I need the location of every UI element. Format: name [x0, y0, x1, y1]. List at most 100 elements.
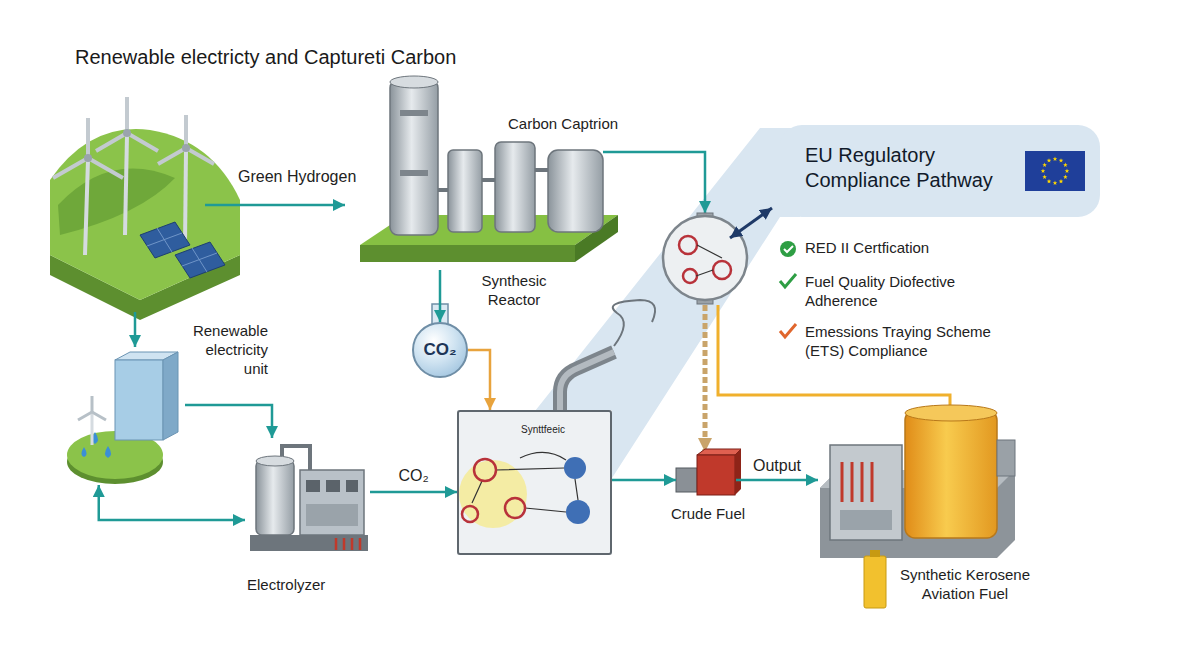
synthesis-box-art — [560, 352, 614, 412]
eu-flag-star — [1063, 163, 1068, 167]
electrolyzer-art — [300, 470, 364, 535]
process-vessel — [713, 261, 731, 279]
reactor-plant-art — [390, 76, 438, 88]
synthesis-box-art — [505, 498, 525, 518]
synthesis-box-art — [560, 352, 614, 412]
refinery-art — [864, 556, 886, 608]
eu-flag-star — [1042, 175, 1047, 179]
process-vessel — [703, 305, 708, 452]
renewable-field — [125, 97, 129, 133]
reactor-plant-art — [400, 110, 428, 116]
synthesis-box-art — [459, 460, 527, 528]
electrolyzer-art — [250, 446, 368, 551]
renewable-unit-art — [78, 412, 92, 420]
eu-flag-star — [1047, 158, 1052, 162]
renewable-field — [175, 242, 225, 278]
electrolyzer-art — [306, 480, 320, 492]
electrolyzer-art — [250, 535, 368, 551]
synthesis-box-art — [474, 459, 496, 481]
process-vessel — [679, 236, 697, 254]
electrolyzer-label: Electrolyzer — [247, 576, 377, 595]
reactor-plant-art — [400, 170, 428, 176]
check-marks — [784, 246, 793, 252]
eu-compliance-header: EU Regulatory Compliance Pathway — [780, 125, 1100, 217]
crude-fuel-art — [676, 468, 697, 492]
diagram-title: Renewable electricty and Captureti Carbo… — [75, 46, 456, 69]
eu-flag — [1025, 151, 1085, 191]
eu-flag-star — [1059, 158, 1064, 162]
reactor-plant-art — [603, 152, 705, 213]
renewable-unit-label: Renewable electricity unit — [182, 322, 268, 378]
flow-arrow — [370, 491, 457, 494]
renewable-field — [182, 144, 190, 152]
check-marks — [780, 324, 796, 337]
crude-fuel-unit: Crude Fuel — [676, 455, 736, 495]
synthesis-box: Synttfeeic — [457, 410, 612, 555]
annotation-label: Carbon Captrion — [508, 115, 648, 134]
reactor-plant-art — [390, 80, 438, 235]
crude-fuel-art — [676, 449, 741, 495]
renewable-field — [134, 312, 137, 347]
compliance-band — [500, 128, 800, 478]
renewable-field — [53, 158, 88, 178]
renewable-unit-art — [91, 396, 94, 412]
electrolyzer-art — [346, 480, 358, 492]
synthesis-box-label: Synttfeeic — [521, 424, 601, 437]
annotation-label: RED II Certfication — [805, 239, 1015, 258]
synthesis-box-art — [566, 500, 590, 524]
renewable-field — [96, 133, 127, 151]
electrolyzer-art — [336, 538, 360, 550]
edge-label: Output — [751, 456, 803, 475]
co2-flask-label: CO₂ — [423, 339, 456, 360]
eu-flag-star — [1041, 169, 1046, 173]
refinery-art — [905, 410, 997, 538]
synthesis-box-art — [462, 506, 478, 522]
renewable-unit-art — [163, 352, 178, 440]
renewable-unit-art — [82, 447, 87, 457]
renewable-unit-art — [92, 412, 106, 420]
renewable-unit: Renewable electricity unit — [70, 350, 185, 485]
refinery-art — [830, 445, 902, 540]
renewable-field — [186, 148, 214, 164]
renewable-field — [185, 150, 186, 245]
renewable-field — [205, 204, 345, 207]
renewable-field — [50, 97, 345, 347]
eu-flag-star — [1042, 163, 1047, 167]
check-marks — [780, 241, 796, 337]
eu-flag-star — [1053, 181, 1058, 185]
renewable-field — [147, 233, 182, 246]
eu-compliance-header-label: EU Regulatory Compliance Pathway — [805, 143, 1020, 193]
eu-flag — [1025, 151, 1085, 191]
eu-flag-star — [1065, 169, 1070, 173]
crude-fuel-art — [735, 449, 741, 495]
edge-label: CO₂ — [396, 466, 430, 485]
annotation-label: Emessions Traying Scheme (ETS) Complianc… — [805, 323, 1005, 361]
reactor-plant-art — [548, 150, 603, 232]
annotation-label: Green Hydrogen — [238, 167, 378, 187]
renewable-unit-art — [105, 446, 111, 458]
reactor-plant-label: Synthesic Reactor — [468, 272, 560, 310]
reactor-plant: Synthesic Reactor — [350, 55, 620, 270]
refinery-art — [870, 550, 880, 557]
eu-flag-star — [1063, 175, 1068, 179]
eu-flag-star — [1059, 179, 1064, 183]
eu-flag-star — [1047, 179, 1052, 183]
electrolyzer: Electrolyzer — [245, 438, 370, 556]
renewable-field — [158, 148, 186, 164]
renewable-unit-art — [67, 352, 178, 484]
renewable-field — [58, 169, 175, 235]
kerosene-refinery-label: Synthetic Kerosene Aviation Fuel — [890, 566, 1040, 604]
synthesis-box-art — [457, 410, 612, 555]
flow-arrow — [736, 479, 818, 482]
flow-arrow — [439, 270, 442, 322]
reactor-plant-art — [360, 245, 575, 262]
check-marks — [780, 274, 796, 287]
electrolyzer-art — [256, 460, 294, 535]
process-vessel — [683, 269, 697, 283]
renewable-field — [86, 118, 90, 158]
renewable-field — [123, 129, 131, 137]
refinery-art — [840, 510, 892, 530]
